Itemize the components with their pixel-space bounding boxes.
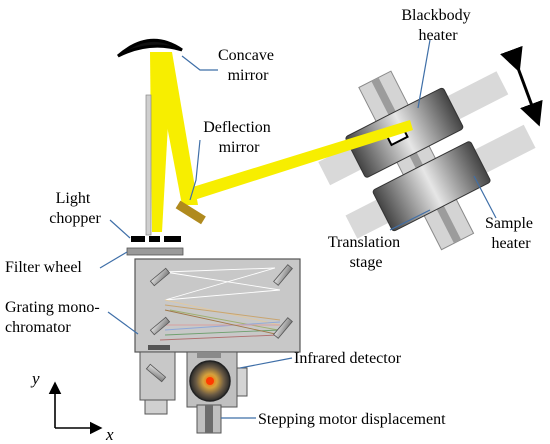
label-sample-heater: Sample heater <box>485 215 537 252</box>
leader-sample-heater <box>473 175 497 219</box>
light-chopper-gap-1 <box>145 236 149 242</box>
label-stepping-motor-displacement: Stepping motor displacement <box>258 411 446 428</box>
detector-core <box>206 377 214 385</box>
label-blackbody-heater: Blackbody heater <box>401 7 474 44</box>
axis-label-x: x <box>105 425 114 444</box>
leader-blackbody-heater <box>417 39 431 109</box>
light-chopper-gap-2 <box>160 236 164 242</box>
monochromator-mirror-3 <box>273 317 293 339</box>
leader-concave-mirror <box>181 55 218 71</box>
leader-infrared-detector <box>239 357 293 369</box>
leader-light-chopper <box>109 219 131 239</box>
label-filter-wheel: Filter wheel <box>5 259 82 276</box>
leader-translation-stage <box>389 209 431 231</box>
sample-heater-body <box>372 141 491 232</box>
motor-stem-slot <box>205 405 213 433</box>
label-translation-stage: Translation stage <box>328 234 404 271</box>
monochromator-grating <box>149 316 171 336</box>
beam-horizontal <box>183 120 413 202</box>
label-infrared-detector: Infrared detector <box>294 350 402 367</box>
monochromator-mirror-2 <box>273 264 293 286</box>
monochromator-slit <box>148 345 170 350</box>
label-grating-monochromator: Grating mono- chromator <box>5 299 104 336</box>
monochromator-mirror-1 <box>149 267 171 287</box>
label-concave-mirror: Concave mirror <box>218 47 278 84</box>
concave-mirror <box>117 38 183 58</box>
detector-side-block <box>236 367 248 397</box>
leader-deflection-mirror <box>189 139 201 201</box>
exit-port <box>144 399 168 415</box>
filter-wheel <box>126 247 184 256</box>
label-deflection-mirror: Deflection mirror <box>203 119 275 156</box>
leader-grating-monochromator <box>107 311 139 335</box>
optical-beam <box>150 52 413 232</box>
deflection-mirror <box>175 200 206 225</box>
chopper-rod <box>145 94 152 236</box>
label-light-chopper: Light chopper <box>49 190 101 227</box>
detector-top-tab <box>197 352 221 358</box>
light-chopper <box>131 236 181 242</box>
double-headed-arrow-icon <box>500 45 543 127</box>
axis-label-y: y <box>30 369 40 388</box>
leader-filter-wheel <box>99 251 128 269</box>
beam-diagonal <box>153 52 198 205</box>
monochromator-rays <box>159 267 281 341</box>
exit-mirror <box>145 363 167 383</box>
